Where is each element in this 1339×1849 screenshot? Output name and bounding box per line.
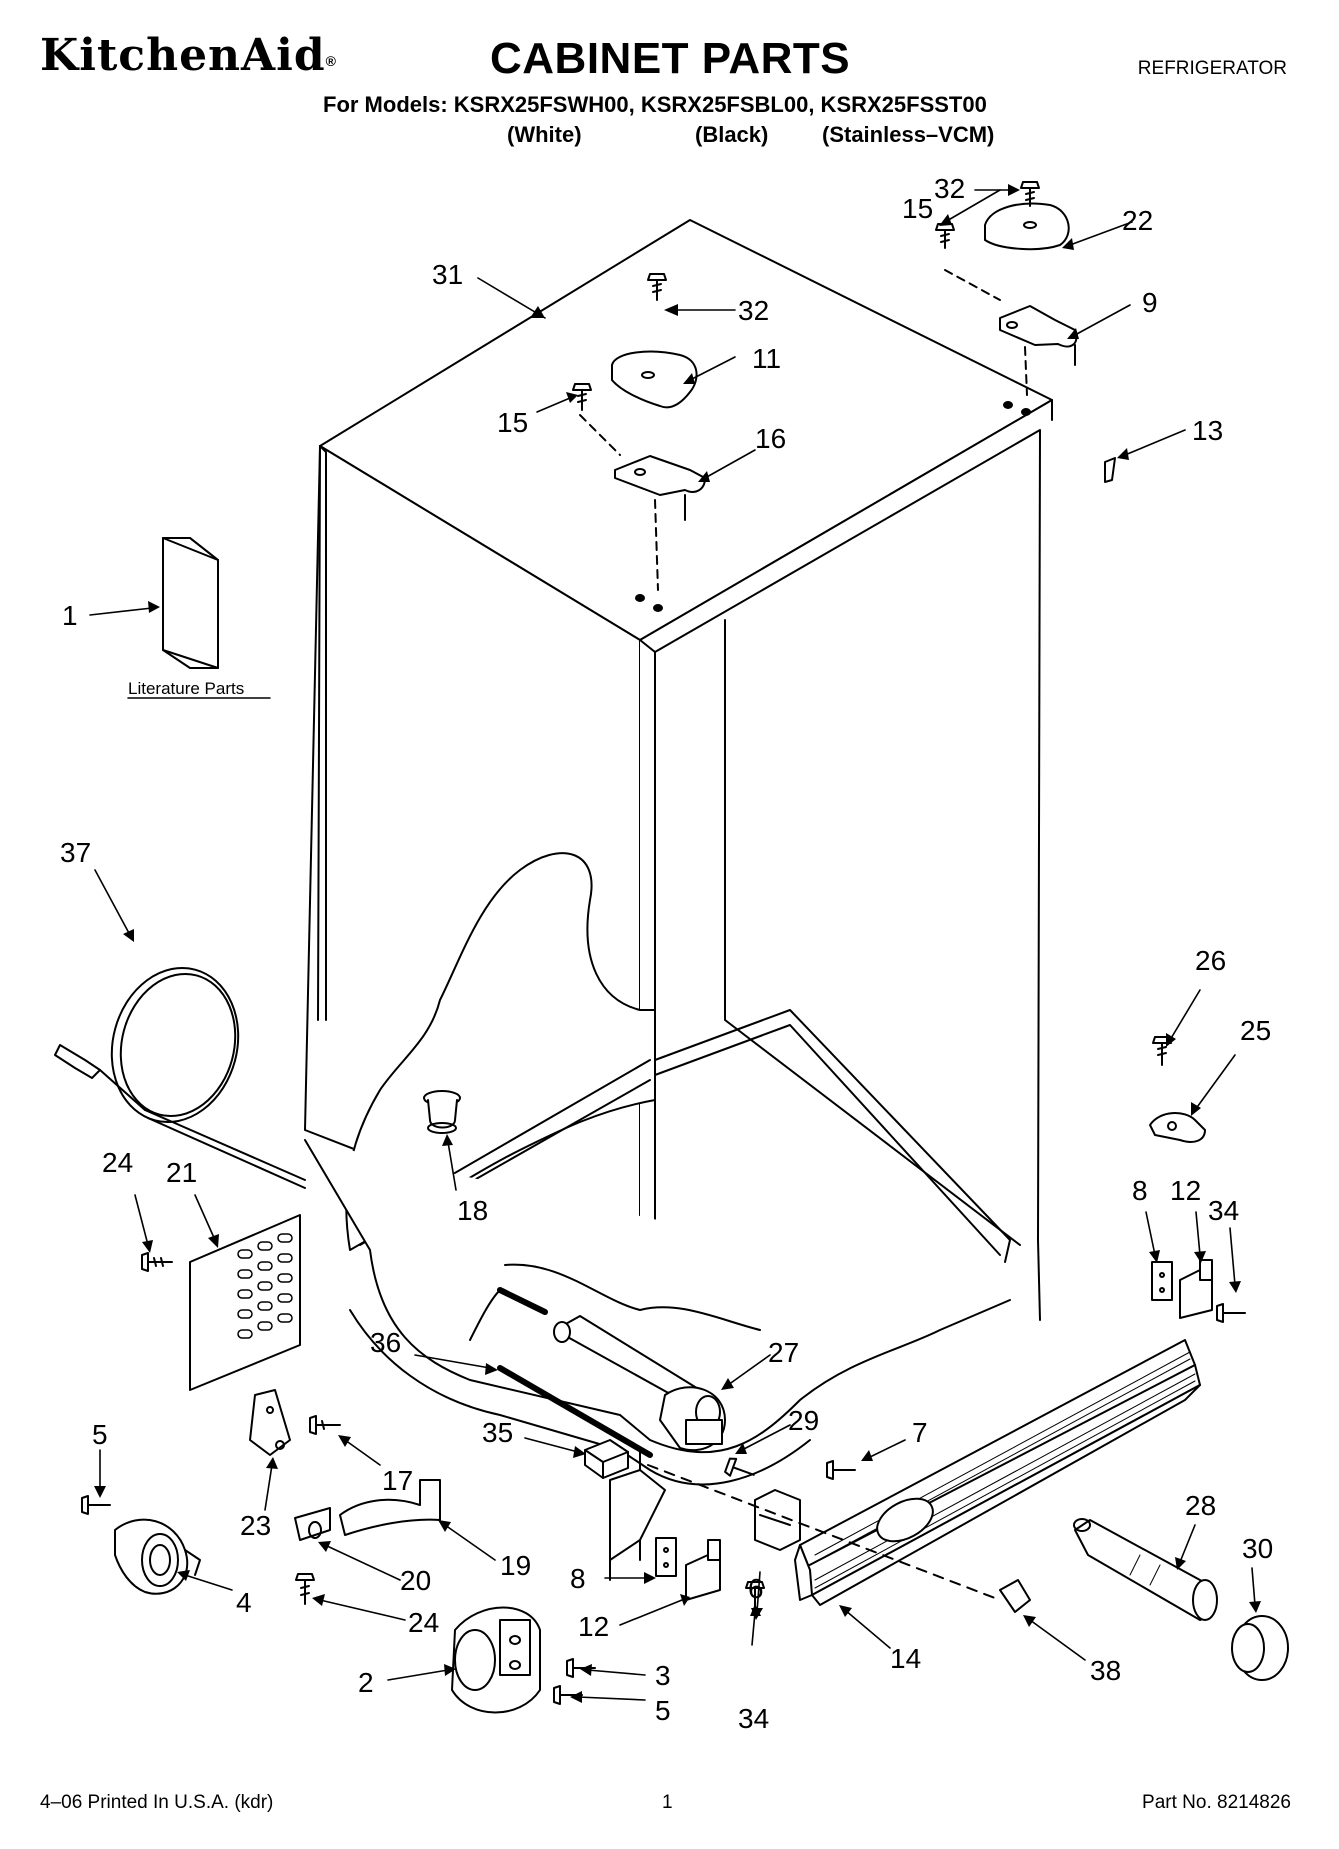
callout-27: 27	[768, 1337, 799, 1368]
callout-9: 9	[1142, 287, 1158, 318]
callout-14: 14	[890, 1643, 921, 1674]
part-number: Part No. 8214826	[1142, 1792, 1291, 1813]
callout-17: 17	[382, 1465, 413, 1496]
callout-21: 21	[166, 1157, 197, 1188]
variant-black: (Black)	[695, 122, 769, 147]
cabinet-base	[304, 1139, 1011, 1581]
callout-15: 15	[902, 193, 933, 224]
callout-30: 30	[1242, 1533, 1273, 1564]
roller-front-left	[451, 1606, 541, 1714]
callout-34-right: 34	[1208, 1195, 1239, 1226]
cabinet-top-holes	[635, 401, 1031, 612]
callout-25: 25	[1240, 1015, 1271, 1046]
callout-8-right: 8	[1132, 1175, 1148, 1206]
brand-logo: KitchenAid®	[40, 30, 337, 81]
callout-labels: 31 32 15 22 9 32 11 15 16 13 1 37 26 25 …	[60, 173, 1273, 1734]
callout-38: 38	[1090, 1655, 1121, 1686]
hinge-top-left	[579, 350, 706, 591]
callout-7: 7	[912, 1417, 928, 1448]
tube-rod-short	[497, 1287, 548, 1315]
callout-24-lower: 24	[408, 1607, 439, 1638]
bracket-right-pair	[1151, 1259, 1213, 1319]
water-line-coil	[54, 966, 306, 1189]
callout-8-left: 8	[570, 1563, 586, 1594]
callout-20: 20	[400, 1565, 431, 1596]
callout-34-lower: 34	[738, 1703, 769, 1734]
callout-4: 4	[236, 1587, 252, 1618]
callout-26: 26	[1195, 945, 1226, 976]
callout-18: 18	[457, 1195, 488, 1226]
water-valve-assembly	[553, 1315, 726, 1452]
literature-booklet	[162, 537, 219, 669]
page-title: CABINET PARTS	[490, 34, 851, 83]
leader-lines	[89, 184, 1261, 1703]
callout-13: 13	[1192, 415, 1223, 446]
assembly-guide	[647, 1464, 1001, 1601]
lower-hinge-bracket	[754, 1489, 801, 1551]
callout-28: 28	[1185, 1490, 1216, 1521]
callout-29: 29	[788, 1405, 819, 1436]
callout-1: 1	[62, 600, 78, 631]
bracket-left-pair	[655, 1537, 721, 1601]
cabinet-leveler-bracket	[249, 1389, 291, 1456]
roller-left	[114, 1518, 201, 1595]
callout-32: 32	[738, 295, 769, 326]
drain-hose	[339, 1479, 441, 1536]
callout-5-lower: 5	[655, 1695, 671, 1726]
callout-6: 6	[748, 1573, 764, 1604]
page-number: 1	[662, 1792, 673, 1813]
literature-caption: Literature Parts	[128, 679, 244, 698]
callout-35: 35	[482, 1417, 513, 1448]
print-info: 4–06 Printed In U.S.A. (kdr)	[40, 1792, 274, 1813]
toe-grille	[794, 1339, 1201, 1606]
callout-16: 16	[755, 423, 786, 454]
callout-37: 37	[60, 837, 91, 868]
callout-2: 2	[358, 1667, 374, 1698]
callout-5-left: 5	[92, 1419, 108, 1450]
hose-clamp	[294, 1507, 331, 1541]
callout-36: 36	[370, 1327, 401, 1358]
tube-rod	[497, 1365, 653, 1458]
callout-3: 3	[655, 1660, 671, 1691]
callout-12-right: 12	[1170, 1175, 1201, 1206]
callout-12-left: 12	[578, 1611, 609, 1642]
product-category: REFRIGERATOR	[1137, 58, 1287, 79]
bypass-plug	[999, 1579, 1031, 1613]
callout-31: 31	[432, 259, 463, 290]
variant-stainless: (Stainless–VCM)	[822, 122, 995, 147]
callout-15-left: 15	[497, 407, 528, 438]
foam-block	[584, 1439, 629, 1479]
hinge-pin	[1104, 457, 1116, 483]
filter-cap	[1231, 1615, 1289, 1681]
water-filter	[1073, 1518, 1218, 1621]
variant-white: (White)	[507, 122, 582, 147]
rear-access-panel	[189, 1214, 301, 1391]
callout-32-upper: 32	[934, 173, 965, 204]
models-line: For Models: KSRX25FSWH00, KSRX25FSBL00, …	[323, 92, 987, 117]
callout-11: 11	[752, 343, 781, 374]
callout-23: 23	[240, 1510, 271, 1541]
callout-19: 19	[500, 1550, 531, 1581]
callout-24: 24	[102, 1147, 133, 1178]
callout-22: 22	[1122, 205, 1153, 236]
door-stop-bracket	[1149, 1112, 1206, 1143]
hinge-top-right	[944, 202, 1078, 396]
drain-fitting	[423, 1090, 461, 1134]
